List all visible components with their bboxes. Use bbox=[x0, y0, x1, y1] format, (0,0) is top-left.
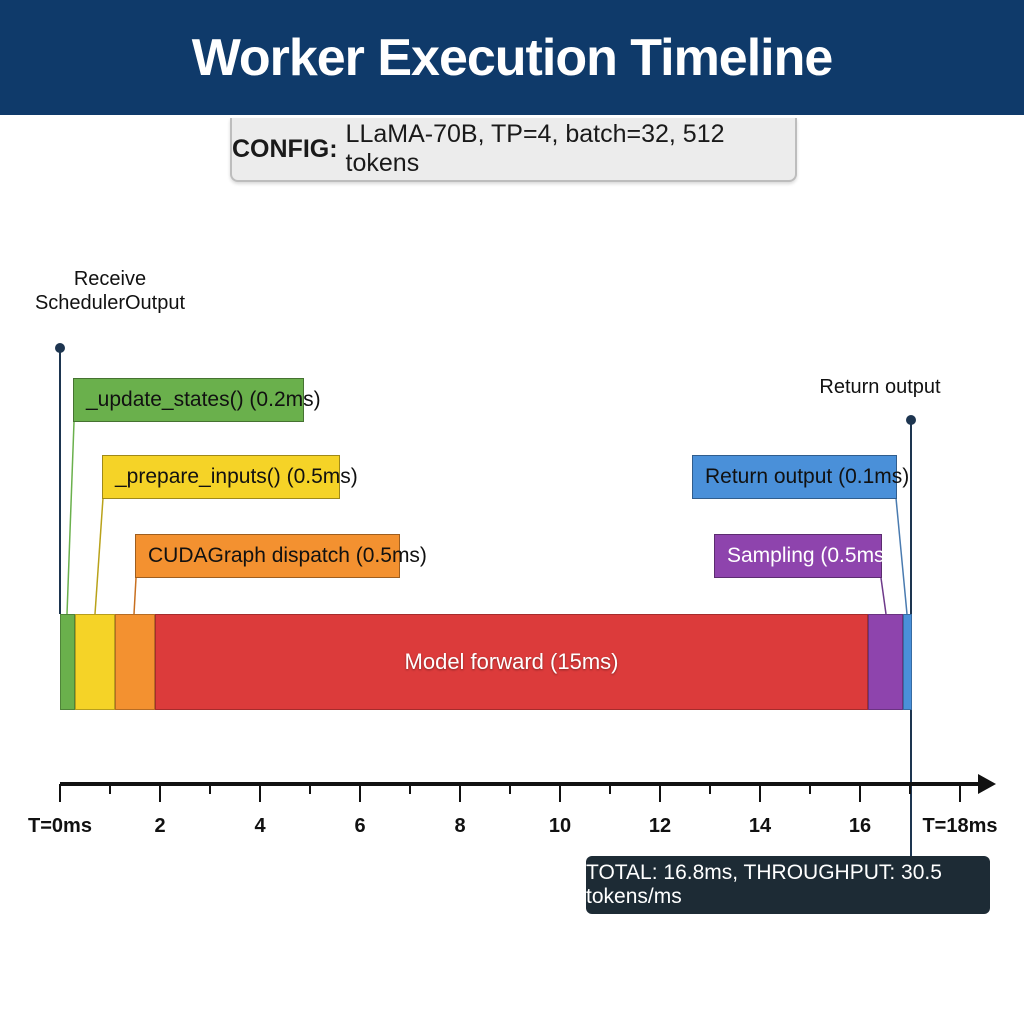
tick-label: 10 bbox=[548, 815, 572, 837]
tick-label: 16 bbox=[848, 815, 872, 837]
tick-label: 4 bbox=[254, 815, 266, 837]
segment-4 bbox=[868, 614, 903, 710]
tick-label: T=18ms bbox=[922, 815, 998, 837]
start-label-line1: Receive bbox=[73, 268, 147, 290]
model-forward-label: Model forward (15ms) bbox=[404, 649, 619, 674]
tick-label: T=0ms bbox=[28, 815, 92, 837]
segment-0 bbox=[60, 614, 75, 710]
tick-label: 8 bbox=[454, 815, 466, 837]
end-marker-dot bbox=[906, 415, 916, 425]
segment-3 bbox=[155, 614, 868, 710]
callout-update-states: _update_states() (0.2ms) bbox=[73, 378, 321, 422]
total-summary-badge: TOTAL: 16.8ms, THROUGHPUT: 30.5 tokens/m… bbox=[586, 856, 990, 914]
segment-5 bbox=[903, 614, 912, 710]
config-value: LLaMA-70B, TP=4, batch=32, 512 tokens bbox=[345, 120, 725, 177]
tick-label: 6 bbox=[354, 815, 366, 837]
axis-arrow-icon bbox=[978, 774, 996, 794]
config-label: CONFIG: bbox=[232, 134, 338, 163]
end-marker-label: Return output bbox=[819, 376, 941, 398]
callout-return-output: Return output (0.1ms) bbox=[692, 455, 909, 499]
config-box: CONFIG: LLaMA-70B, TP=4, batch=32, 512 t… bbox=[230, 118, 797, 182]
start-label-line2: SchedulerOutput bbox=[34, 292, 186, 314]
tick-label: 14 bbox=[748, 815, 772, 837]
start-marker-label: Receive SchedulerOutput bbox=[30, 267, 190, 315]
tick-label: 2 bbox=[154, 815, 166, 837]
tick-label: 12 bbox=[648, 815, 672, 837]
start-marker-dot bbox=[55, 343, 65, 353]
callout-cudagraph-dispatch: CUDAGraph dispatch (0.5ms) bbox=[135, 534, 427, 578]
segment-2 bbox=[115, 614, 155, 710]
page-title: Worker Execution Timeline bbox=[191, 28, 834, 87]
segment-1 bbox=[75, 614, 115, 710]
callout-sampling: Sampling (0.5ms) bbox=[714, 534, 892, 578]
header-banner: Worker Execution Timeline bbox=[0, 0, 1024, 115]
callout-prepare-inputs: _prepare_inputs() (0.5ms) bbox=[102, 455, 358, 499]
